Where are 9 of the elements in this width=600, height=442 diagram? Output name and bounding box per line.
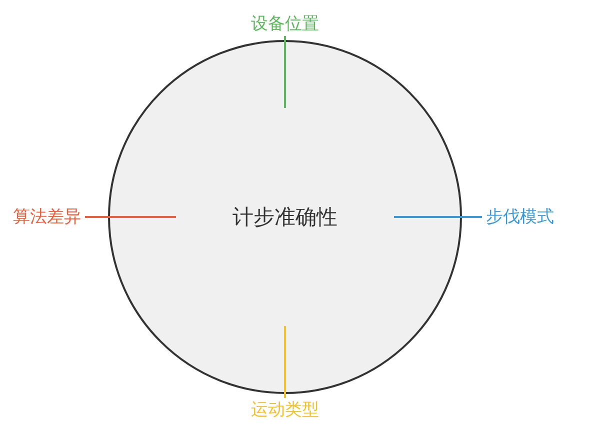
connector-line: [284, 326, 286, 398]
connector-line: [394, 216, 482, 218]
connector-line: [85, 216, 176, 218]
factor-label: 步伐模式: [486, 207, 554, 227]
center-text: 计步准确性: [232, 204, 338, 231]
factor-label: 算法差异: [13, 207, 81, 227]
factor-label: 运动类型: [251, 400, 319, 420]
factor-label: 设备位置: [251, 14, 319, 34]
connector-line: [284, 36, 286, 108]
